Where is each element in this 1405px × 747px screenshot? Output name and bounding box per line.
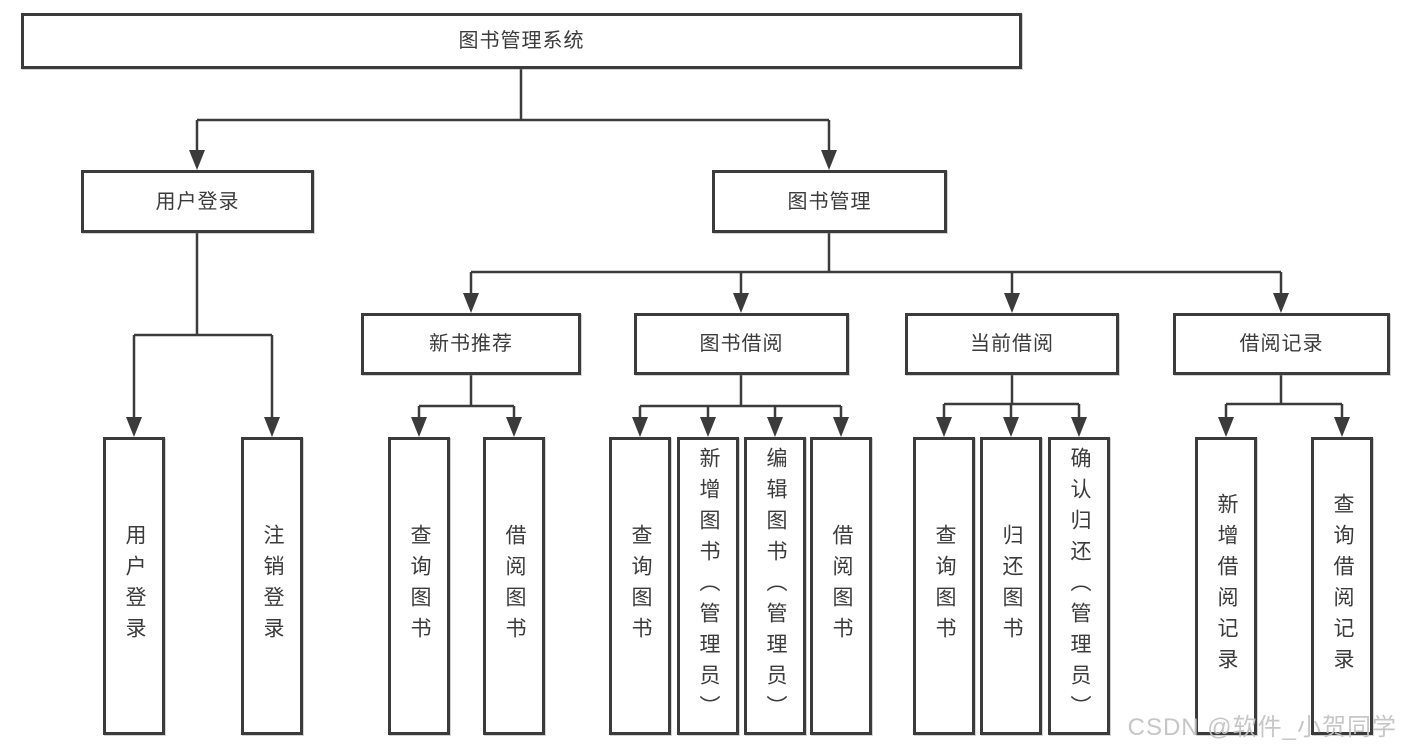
leaf-label: 归还图书 [1000, 524, 1024, 648]
arrow-down-icon [264, 417, 280, 437]
leaf-borrow-books-1: 借阅图书 [483, 437, 545, 735]
connector-bookborrow-to-leaves [638, 375, 843, 420]
arrow-down-icon [632, 417, 648, 437]
node-label: 新书推荐 [429, 333, 513, 355]
leaf-label: 用户登录 [123, 524, 147, 648]
arrow-down-icon [189, 150, 205, 170]
arrow-down-icon [1273, 293, 1289, 313]
arrow-down-icon [463, 293, 479, 313]
arrow-down-icon [767, 417, 783, 437]
arrow-down-icon [700, 417, 716, 437]
leaf-label: 借阅图书 [830, 524, 854, 648]
leaf-label: 查询图书 [408, 524, 432, 648]
arrow-down-icon [1334, 417, 1350, 437]
leaf-add-books-admin: 新增图书（管理员） [677, 437, 739, 735]
node-book-borrow: 图书借阅 [634, 313, 849, 375]
leaf-add-borrow-record: 新增借阅记录 [1195, 437, 1257, 735]
node-new-book-recommend: 新书推荐 [361, 313, 581, 375]
arrow-down-icon [833, 417, 849, 437]
node-borrow-record: 借阅记录 [1173, 313, 1390, 375]
node-label: 当前借阅 [970, 333, 1054, 355]
node-user-login: 用户登录 [81, 170, 314, 233]
leaf-label: 新增图书（管理员） [697, 446, 721, 726]
node-label: 图书管理 [787, 190, 872, 213]
leaf-label: 查询借阅记录 [1331, 493, 1355, 679]
node-current-borrow: 当前借阅 [905, 313, 1119, 375]
node-book-management: 图书管理 [712, 170, 947, 233]
leaf-borrow-books-2: 借阅图书 [810, 437, 872, 735]
leaf-query-books-1: 查询图书 [388, 437, 450, 735]
connector-bookmgmt-to-level3 [469, 233, 1283, 296]
arrow-down-icon [1004, 293, 1020, 313]
arrow-down-icon [506, 417, 522, 437]
leaf-label: 确认归还（管理员） [1068, 446, 1092, 726]
connector-root-to-level2 [195, 69, 831, 152]
connector-currentborrow-to-leaves [942, 375, 1081, 420]
connector-borrowrecord-to-leaves [1224, 375, 1344, 420]
leaf-user-login: 用户登录 [103, 437, 165, 735]
arrow-down-icon [821, 150, 837, 170]
arrow-down-icon [126, 417, 142, 437]
leaf-query-books-3: 查询图书 [913, 437, 975, 735]
arrow-down-icon [936, 417, 952, 437]
arrow-down-icon [1071, 417, 1087, 437]
leaf-label: 编辑图书（管理员） [764, 446, 788, 726]
arrow-down-icon [733, 293, 749, 313]
leaf-label: 新增借阅记录 [1215, 493, 1239, 679]
leaf-label: 借阅图书 [503, 524, 527, 648]
node-label: 借阅记录 [1239, 333, 1324, 355]
leaf-label: 查询图书 [933, 524, 957, 648]
leaf-label: 查询图书 [629, 524, 653, 648]
node-label: 图书借阅 [699, 333, 784, 355]
connector-userlogin-to-leaves [132, 233, 274, 419]
node-label: 用户登录 [155, 190, 240, 213]
leaf-query-books-2: 查询图书 [609, 437, 671, 735]
leaf-label: 注销登录 [261, 524, 285, 648]
leaf-return-books: 归还图书 [980, 437, 1042, 735]
leaf-query-borrow-record: 查询借阅记录 [1311, 437, 1373, 735]
arrow-down-icon [1003, 417, 1019, 437]
arrow-down-icon [411, 417, 427, 437]
arrow-down-icon [1218, 417, 1234, 437]
connector-newbook-to-leaves [417, 375, 516, 420]
leaf-confirm-return-admin: 确认归还（管理员） [1048, 437, 1110, 735]
node-label: 图书管理系统 [458, 30, 585, 52]
leaf-logout: 注销登录 [241, 437, 303, 735]
leaf-edit-books-admin: 编辑图书（管理员） [744, 437, 806, 735]
node-library-management-system: 图书管理系统 [21, 13, 1022, 69]
